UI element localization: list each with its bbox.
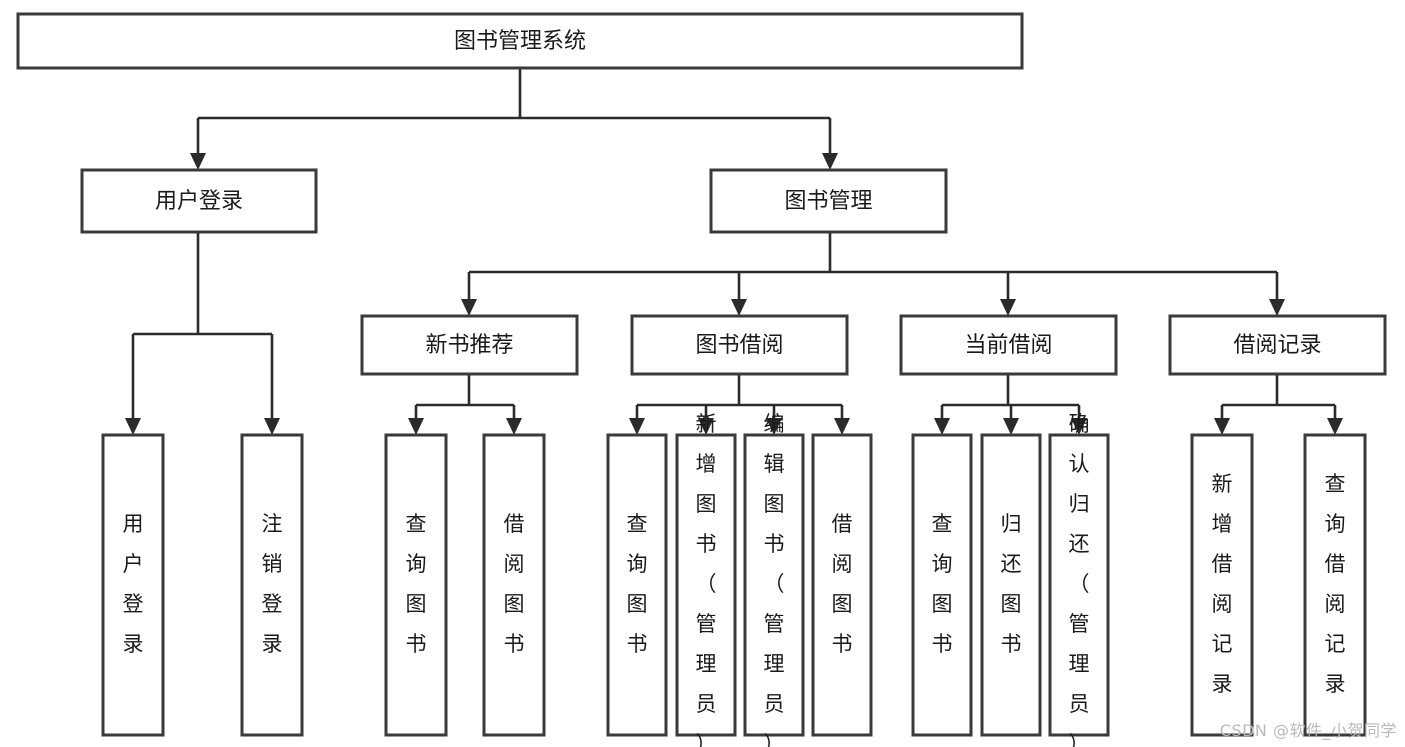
node-label-leaf-query-borrow-record: 查询借阅记录 xyxy=(1325,472,1346,696)
node-label-book-borrow: 图书借阅 xyxy=(695,333,783,358)
node-label-leaf-user-login: 用户登录 xyxy=(123,512,144,656)
node-leaf-query-borrow-record[interactable]: 查询借阅记录 xyxy=(1303,433,1367,737)
node-current-borrow[interactable]: 当前借阅 xyxy=(899,314,1118,376)
node-label-current-borrow: 当前借阅 xyxy=(964,333,1052,358)
nodes-layer: 图书管理系统用户登录图书管理新书推荐图书借阅当前借阅借阅记录用户登录注销登录查询… xyxy=(16,12,1387,747)
node-label-leaf-query-book-borrow: 查询图书 xyxy=(627,512,648,656)
node-root[interactable]: 图书管理系统 xyxy=(16,12,1024,70)
node-borrow-record[interactable]: 借阅记录 xyxy=(1168,314,1387,376)
node-label-user-login: 用户登录 xyxy=(155,189,243,214)
node-label-leaf-edit-book-admin: 编辑图书（管理员） xyxy=(764,412,785,747)
node-label-leaf-add-borrow-record: 新增借阅记录 xyxy=(1212,472,1233,696)
node-label-book-management: 图书管理 xyxy=(784,189,872,214)
node-book-management[interactable]: 图书管理 xyxy=(709,168,948,234)
connector-root-to-level2 xyxy=(190,68,838,170)
node-leaf-query-book-current[interactable]: 查询图书 xyxy=(911,433,973,737)
node-label-borrow-record: 借阅记录 xyxy=(1233,333,1321,358)
node-label-root: 图书管理系统 xyxy=(454,29,586,54)
node-label-leaf-query-book-current: 查询图书 xyxy=(932,512,953,656)
node-leaf-query-book-borrow[interactable]: 查询图书 xyxy=(606,433,668,737)
node-label-leaf-borrow-book: 借阅图书 xyxy=(832,512,853,656)
connector-new-book-recommend-to-leaves xyxy=(408,374,522,435)
node-leaf-borrow-book-rec[interactable]: 借阅图书 xyxy=(482,433,546,737)
node-label-leaf-borrow-book-rec: 借阅图书 xyxy=(504,512,525,656)
node-leaf-borrow-book[interactable]: 借阅图书 xyxy=(811,433,873,737)
node-leaf-query-book-rec[interactable]: 查询图书 xyxy=(384,433,448,737)
node-leaf-edit-book-admin[interactable]: 编辑图书（管理员） xyxy=(743,412,805,747)
node-leaf-return-book[interactable]: 归还图书 xyxy=(980,433,1042,737)
connector-user-login-to-leaves xyxy=(125,232,280,435)
node-leaf-user-login[interactable]: 用户登录 xyxy=(101,433,165,737)
node-label-leaf-query-book-rec: 查询图书 xyxy=(406,512,427,656)
node-user-login[interactable]: 用户登录 xyxy=(80,168,318,234)
node-label-leaf-return-book: 归还图书 xyxy=(1001,512,1022,656)
connectors-layer xyxy=(125,68,1343,435)
node-leaf-add-borrow-record[interactable]: 新增借阅记录 xyxy=(1190,433,1254,737)
node-leaf-user-logout[interactable]: 注销登录 xyxy=(240,433,304,737)
node-label-leaf-add-book-admin: 新增图书（管理员） xyxy=(696,412,717,747)
node-label-new-book-recommend: 新书推荐 xyxy=(425,333,513,358)
node-label-leaf-confirm-return-admin: 确认归还（管理员） xyxy=(1069,412,1090,747)
connector-current-borrow-to-leaves xyxy=(934,374,1087,435)
node-new-book-recommend[interactable]: 新书推荐 xyxy=(360,314,579,376)
connector-book-management-to-level3 xyxy=(461,232,1285,316)
connector-borrow-record-to-leaves xyxy=(1214,374,1343,435)
node-label-leaf-user-logout: 注销登录 xyxy=(262,512,283,656)
connector-book-borrow-to-leaves xyxy=(629,374,850,435)
node-leaf-add-book-admin[interactable]: 新增图书（管理员） xyxy=(675,412,737,747)
node-leaf-confirm-return-admin[interactable]: 确认归还（管理员） xyxy=(1048,412,1110,747)
node-book-borrow[interactable]: 图书借阅 xyxy=(630,314,849,376)
